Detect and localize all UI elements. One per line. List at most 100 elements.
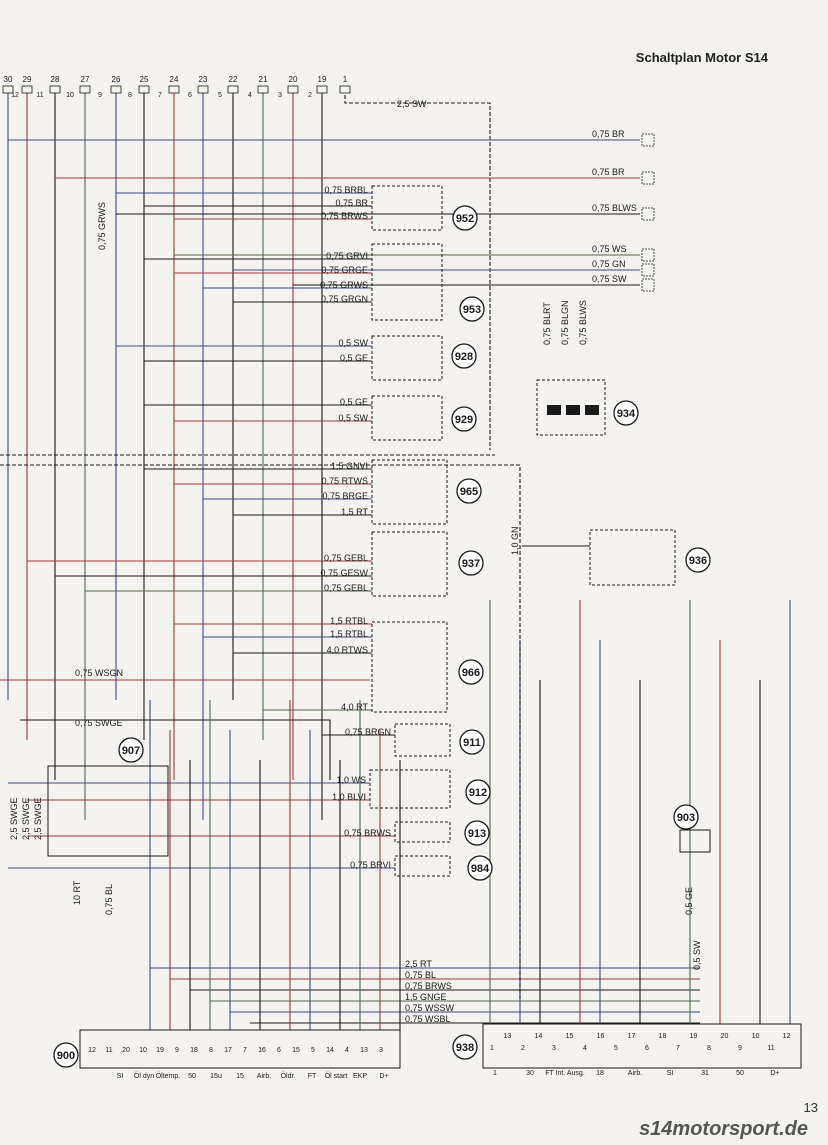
component-wire-label: 0,5 SW [338, 338, 368, 348]
connector-938-pin: 1 [490, 1045, 494, 1052]
component-id-circle [467, 855, 493, 881]
connector-900-label: 15 [236, 1073, 244, 1080]
connector-top-lower-pin: 6 [188, 92, 192, 99]
bottom-wire-label: 0,75 BL [405, 970, 436, 980]
component-903 [679, 829, 711, 853]
component-952 [371, 185, 443, 231]
right-connector [641, 248, 655, 262]
connector-top-lower-pin: 8 [128, 92, 132, 99]
connector-900-pin: 7 [243, 1047, 247, 1054]
connector-938-pin: 19 [690, 1033, 698, 1040]
right-wire-label: 0,75 SW [592, 274, 627, 284]
connector-900-label: Öltemp. [156, 1072, 181, 1080]
connector-top-socket [197, 85, 209, 94]
vertical-label-grws: 0,75 GRWS [97, 202, 107, 250]
component-965 [371, 459, 448, 525]
component-id-929: 929 [455, 414, 473, 426]
component-id-965: 965 [460, 486, 478, 498]
connector-938-pin: 17 [628, 1033, 636, 1040]
component-912 [369, 769, 451, 809]
connector-900-label: Airb. [257, 1073, 271, 1080]
connector-938-pin: 13 [504, 1033, 512, 1040]
component-id-circle [458, 659, 484, 685]
wire-label-2-5sw: 2,5 SW [397, 99, 427, 109]
connector-top-pin: 29 [23, 75, 32, 84]
connector-top-socket [257, 85, 269, 94]
component-wire-label: 0,75 GRWS [320, 280, 368, 290]
connector-938-label: SI [667, 1070, 674, 1077]
connector-900-label: EKP [353, 1073, 367, 1080]
connector-900-pin: 5 [311, 1047, 315, 1054]
connector-900-pin: 13 [360, 1047, 368, 1054]
connector-900-pin: 14 [326, 1047, 334, 1054]
component-id-circle [458, 550, 484, 576]
connector-938-pin: 14 [535, 1033, 543, 1040]
bottom-wire-label: 0,75 WSBL [405, 1014, 451, 1024]
connector-top-socket [79, 85, 91, 94]
connector-top-pin: 20 [289, 75, 298, 84]
connector-900-label: 15u [210, 1073, 222, 1080]
vertical-label-sw: 0,5 SW [692, 940, 702, 970]
component-wire-label: 1,5 RT [341, 507, 368, 517]
component-wire-label: 0,5 GE [340, 397, 368, 407]
connector-top-lower-pin: 12 [11, 92, 19, 99]
component-id-circle [452, 205, 478, 231]
right-wire-label: 0,75 BLWS [592, 203, 637, 213]
component-wire-label: 0,75 GRGE [321, 265, 368, 275]
component-wire-label: 0,75 GEBL [324, 583, 368, 593]
component-wire-label: 0,75 GEBL [324, 553, 368, 563]
bottom-wire-label: 2,5 RT [405, 959, 432, 969]
component-wire-label: 0,75 BRWS [344, 828, 391, 838]
connector-top-lower-pin: 2 [308, 92, 312, 99]
vertical-label-rt: 10 RT [72, 880, 82, 905]
component-wire-label: 0,75 BRBL [324, 185, 368, 195]
connector-938-label: 30 [526, 1070, 534, 1077]
connector-938-pin: 12 [783, 1033, 791, 1040]
component-id-circle [459, 729, 485, 755]
component-id-953: 953 [463, 304, 481, 316]
connector-900-pin: 17 [224, 1047, 232, 1054]
right-connector [641, 207, 655, 221]
component-928 [371, 335, 443, 381]
connector-top-socket [287, 85, 299, 94]
connector-top-lower-pin: 11 [36, 92, 43, 99]
component-wire-label: 0,75 BRGN [345, 727, 391, 737]
vertical-label-swge: 2,5 SWGE [33, 797, 43, 840]
connector-top-pin: 23 [199, 75, 208, 84]
component-id-984: 984 [471, 863, 490, 875]
page-title: Schaltplan Motor S14 [635, 50, 768, 65]
right-connector [641, 263, 655, 277]
connector-top-lower-pin: 4 [248, 92, 252, 99]
connector-900-label: Öldr. [281, 1072, 296, 1080]
component-id-circle [465, 779, 491, 805]
connector-900-pin: 10 [139, 1047, 147, 1054]
connector-top-lower-pin: 5 [218, 92, 222, 99]
connector-top-socket [2, 85, 14, 94]
component-wire-label: 0,75 BRVI [350, 860, 391, 870]
connector-938-label: FT Int. Ausg. [545, 1070, 585, 1077]
vertical-label-bl: 0,75 BL [104, 884, 114, 915]
vertical-label-blrt: 0,75 BLRT [542, 302, 552, 345]
component-id-900: 900 [57, 1050, 75, 1062]
connector-top-lower-pin: 9 [98, 92, 102, 99]
component-id-907: 907 [122, 745, 140, 757]
component-id-903: 903 [677, 812, 695, 824]
connector-900-pin: 16 [258, 1047, 266, 1054]
vertical-label-blgn: 0,75 BLGN [560, 300, 570, 345]
component-wire-label: 0,5 GE [340, 353, 368, 363]
component-id-966: 966 [462, 667, 480, 679]
connector-top-pin: 1 [343, 75, 348, 84]
component-937 [371, 531, 448, 597]
component-wire-label: 4,0 RTWS [327, 645, 368, 655]
connector-900-label: Öl dyn [134, 1072, 154, 1080]
connector-938-pin: 6 [645, 1045, 649, 1052]
component-wire-label: 0,75 BRGE [322, 491, 368, 501]
connector-top-socket [227, 85, 239, 94]
component-id-circle [464, 820, 490, 846]
component-wire-label: 0,75 BRWS [321, 211, 368, 221]
component-id-911: 911 [463, 737, 481, 749]
component-id-circle [459, 296, 485, 322]
connector-top-pin: 21 [259, 75, 268, 84]
component-id-934: 934 [617, 408, 636, 420]
